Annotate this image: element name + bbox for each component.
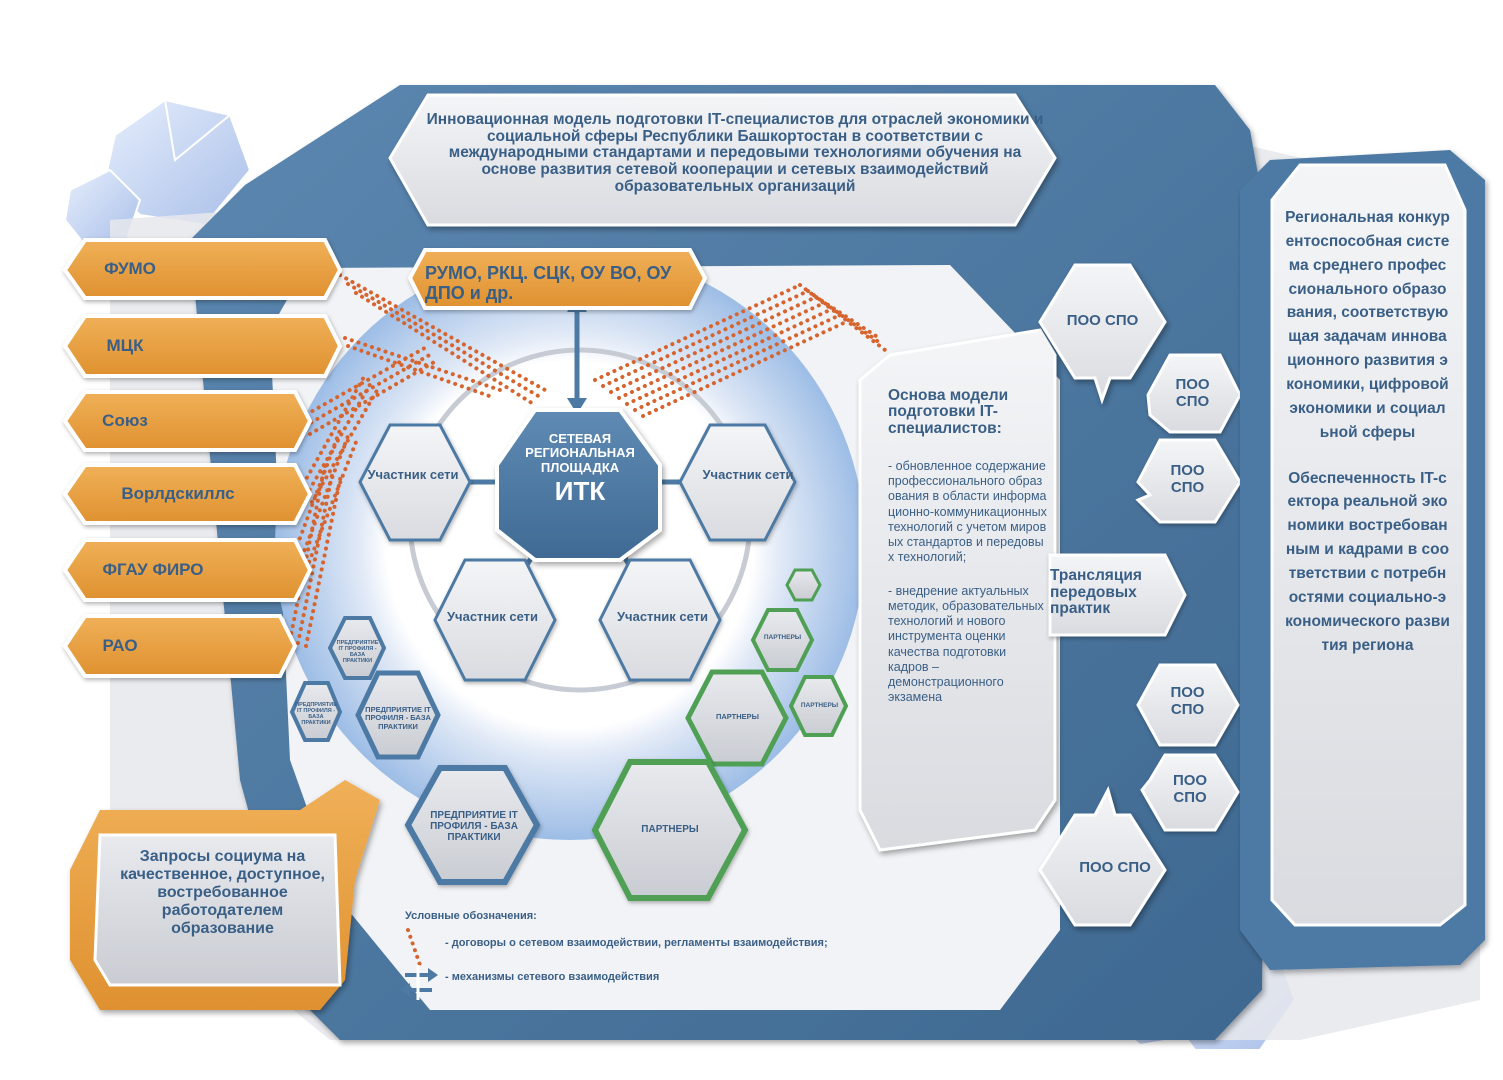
legend-dotted-text: - договоры о сетевом взаимодействии, рег… (445, 937, 828, 949)
right-panel (1240, 150, 1485, 970)
participant-label-3: Участник сети (446, 609, 539, 624)
society-request-text: Запросы социума на качественное, доступн… (120, 848, 325, 937)
center-line-3: ПЛОЩАДКА (540, 459, 620, 475)
main-title: Инновационная модель подготовки IT-специ… (426, 111, 1044, 195)
model-basis-item-2: - внедрение актуальных методик, образова… (888, 583, 1044, 705)
central-hexagon (495, 408, 662, 562)
center-line-2: РЕГИОНАЛЬНАЯ (525, 445, 635, 461)
partners-label-3: ПАРТНЕРЫ (715, 712, 760, 721)
enterprise-label-4: ПРЕДПРИЯТИЕ IT ПРОФИЛЯ - БАЗА ПРАКТИКИ (430, 810, 518, 843)
dotted-contract-lines (288, 273, 887, 648)
model-basis-heading: Основа модели подготовки IT-специалистов… (888, 387, 1009, 437)
org-rao: РАО (102, 636, 138, 655)
enterprise-label-3: ПРЕДПРИЯТИЕ IT ПРОФИЛЯ - БАЗА ПРАКТИКИ (365, 705, 431, 731)
legend-title: Условные обозначения: (405, 910, 537, 922)
partner-hexagons (591, 568, 849, 901)
model-basis-item-1: - обновленное содержание профессионально… (888, 458, 1047, 565)
poo-label-1: ПОО СПО (1066, 312, 1139, 329)
poo-label-5: ПОО СПО (1172, 772, 1208, 806)
org-boxes (62, 238, 343, 678)
enterprise-label-1: ПРЕДПРИЯТИЕ IT ПРОФИЛЯ - БАЗА ПРАКТИКИ (336, 640, 379, 665)
top-org-box (407, 248, 708, 310)
enterprise-label-2: ПРЕДПРИЯТИЕ IT ПРОФИЛЯ - БАЗА ПРАКТИКИ (295, 702, 337, 727)
center-main-label: ИТК (554, 475, 606, 506)
poo-label-3: ПОО СПО (1170, 462, 1205, 496)
title-box (388, 93, 1057, 227)
poo-bubbles (1038, 263, 1242, 927)
org-fgau-firo: ФГАУ ФИРО (102, 560, 204, 579)
center-line-1: СЕТЕВАЯ (548, 431, 612, 446)
legend-arrows-text: - механизмы сетевого взаимодействия (445, 971, 660, 983)
participant-label-1: Участник сети (367, 467, 459, 482)
poo-label-2: ПОО СПО (1175, 376, 1210, 410)
center-label: СЕТЕВАЯ РЕГИОНАЛЬНАЯ ПЛОЩАДКА ИТК (505, 431, 655, 506)
partners-label-2: ПАРТНЕРЫ (800, 702, 839, 709)
org-mck: МЦК (106, 336, 144, 355)
model-basis-panel (858, 328, 1187, 852)
right-panel-part-2: Обеспеченность IT-сектора реальной эконо… (1285, 469, 1450, 654)
model-basis-text: Основа модели подготовки IT-специалистов… (888, 387, 1048, 706)
partners-label-4: ПАРТНЕРЫ (641, 824, 699, 835)
right-panel-text: Региональная конкурентоспособная система… (1285, 206, 1450, 657)
poo-label-6: ПОО СПО (1079, 859, 1151, 876)
participant-label-2: Участник сети (702, 467, 794, 482)
translation-label: Трансляция передовых практик (1050, 567, 1142, 618)
participant-label-4: Участник сети (616, 609, 709, 624)
partners-label-1: ПАРТНЕРЫ (763, 634, 802, 641)
org-soyuz: Союз (102, 411, 148, 430)
org-fumo: ФУМО (104, 259, 156, 278)
org-worldskills: Ворлдскиллс (121, 484, 235, 503)
enterprise-hexagons (289, 616, 541, 885)
top-org-label: РУМО, РКЦ. СЦК, ОУ ВО, ОУ ДПО и др. (425, 263, 672, 303)
poo-label-4: ПОО СПО (1170, 684, 1205, 718)
legend-icons (400, 928, 438, 1000)
right-panel-part-1: Региональная конкурентоспособная система… (1285, 209, 1450, 441)
society-request-box (70, 780, 380, 1010)
participant-hexagons (358, 423, 797, 682)
